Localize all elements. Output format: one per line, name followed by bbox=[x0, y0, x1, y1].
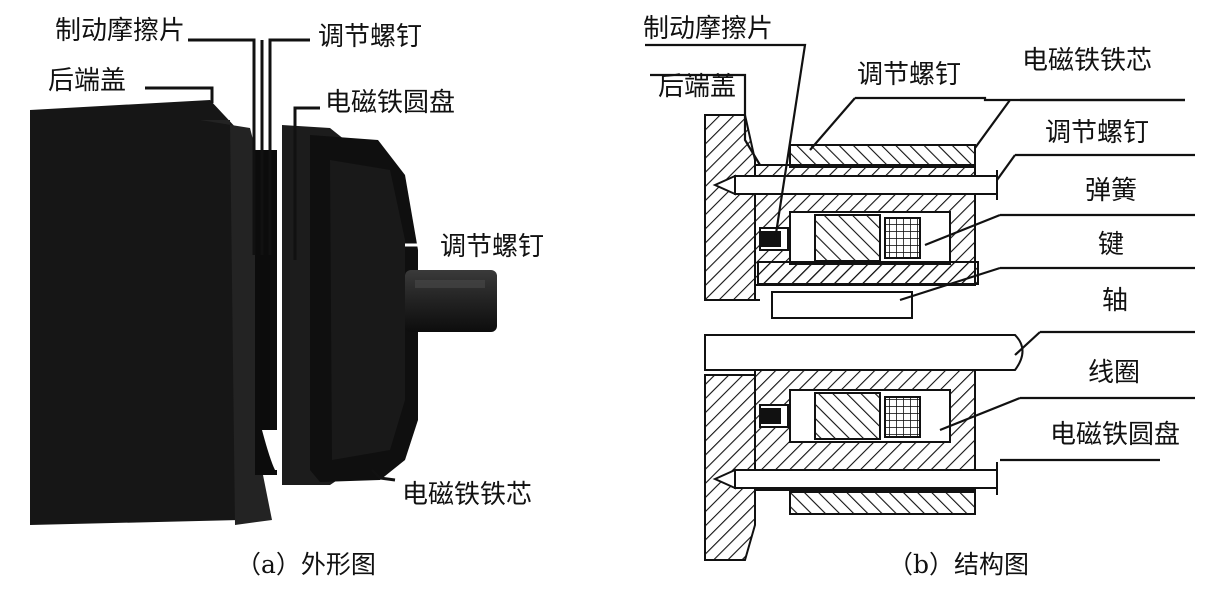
panel-a-photo bbox=[30, 38, 497, 525]
label-b-magnet-disc: 电磁铁圆盘 bbox=[1050, 420, 1181, 450]
label-a-magnet-disc: 电磁铁圆盘 bbox=[325, 88, 456, 118]
label-a-adjust-screw-top: 调节螺钉 bbox=[318, 22, 423, 52]
upper-spring-coil bbox=[884, 217, 921, 259]
caption-b: （b）结构图 bbox=[888, 550, 1030, 579]
label-b-friction-pad: 制动摩擦片 bbox=[643, 14, 774, 44]
shaft-shape bbox=[405, 270, 497, 332]
friction-pad-shape bbox=[255, 150, 277, 475]
caption-a: （a）外形图 bbox=[236, 550, 376, 579]
label-b-shaft: 轴 bbox=[1102, 286, 1129, 316]
label-b-adjust-screw-top: 调节螺钉 bbox=[857, 60, 962, 90]
lower-spring-coil bbox=[884, 396, 921, 438]
motor-body bbox=[30, 100, 240, 525]
key-shape bbox=[771, 291, 913, 319]
shaft-outline bbox=[704, 334, 1024, 371]
lower-bolt bbox=[734, 469, 998, 489]
label-a-adjust-screw-right: 调节螺钉 bbox=[440, 232, 545, 262]
label-b-magnet-core: 电磁铁铁芯 bbox=[1022, 46, 1153, 76]
label-b-key: 键 bbox=[1098, 230, 1125, 260]
label-b-end-cover: 后端盖 bbox=[658, 72, 737, 102]
label-b-spring: 弹簧 bbox=[1085, 176, 1138, 206]
label-a-magnet-core: 电磁铁铁芯 bbox=[402, 480, 533, 510]
upper-bolt bbox=[734, 175, 998, 195]
label-a-friction-pad: 制动摩擦片 bbox=[55, 16, 186, 46]
panel-b-structure bbox=[645, 43, 1195, 561]
label-b-adjust-screw-right: 调节螺钉 bbox=[1045, 118, 1150, 148]
label-a-end-cover: 后端盖 bbox=[48, 66, 127, 96]
label-b-coil: 线圈 bbox=[1088, 358, 1141, 388]
